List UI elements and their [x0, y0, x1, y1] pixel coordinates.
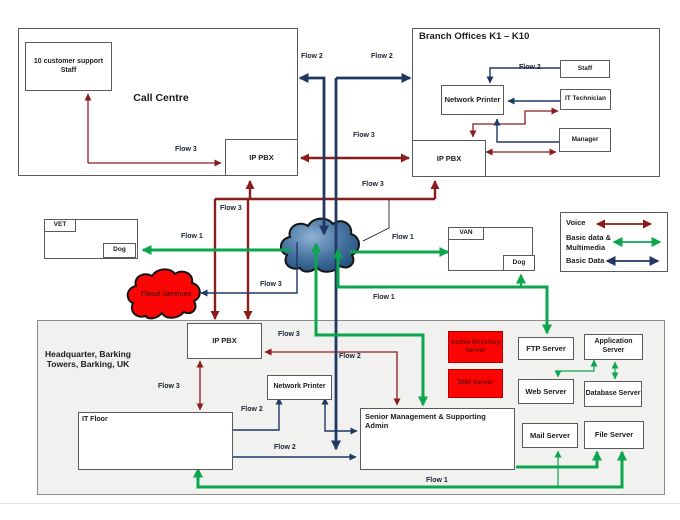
branch-it-technician-box: IT Technician — [560, 89, 611, 110]
flow-label: Flow 3 — [353, 132, 375, 139]
flow-label: Flow 1 — [373, 294, 395, 301]
hq-it-floor-box: IT Floor — [78, 412, 233, 470]
legend-box — [560, 212, 668, 272]
branch-offices-title: Branch Offices K1 – K10 — [419, 31, 530, 42]
application-server-box: Application Server — [584, 334, 643, 360]
hq-network-printer-box: Network Printer — [267, 375, 332, 400]
flow-label: Flow 2 — [371, 53, 393, 60]
web-server-box: Web Server — [518, 379, 574, 404]
vet-box — [44, 219, 138, 259]
vet-label-box: VET — [44, 219, 76, 232]
flow-label: Flow 2 — [519, 64, 541, 71]
flow-label: Flow 3 — [362, 181, 384, 188]
database-server-box: Database Server — [584, 381, 642, 407]
flow-label: Flow 1 — [392, 234, 414, 241]
divider — [0, 503, 680, 504]
call-centre-box — [18, 28, 298, 176]
call-centre-title: Call Centre — [133, 92, 189, 104]
branch-manager-box: Manager — [559, 128, 611, 152]
flow-label: Flow 3 — [278, 331, 300, 338]
branch-offices-box — [412, 28, 660, 177]
call-centre-ip-pbx-box: IP PBX — [225, 139, 298, 176]
dns-server-box: DNS Server — [448, 369, 503, 398]
flow-label: Flow 2 — [301, 53, 323, 60]
mail-server-box: Mail Server — [522, 423, 578, 448]
active-directory-server-box: Active Directory Server — [448, 331, 503, 363]
flow-label: Flow 3 — [158, 383, 180, 390]
flow-label: Flow 3 — [220, 205, 242, 212]
file-server-box: File Server — [584, 421, 644, 449]
flow-label: Flow 3 — [175, 146, 197, 153]
hq-title: Headquarter, Barking Towers, Barking, UK — [45, 349, 131, 370]
vet-dog-box: Dog — [103, 243, 136, 258]
van-dog-box: Dog — [503, 255, 535, 271]
branch-network-printer-box: Network Printer — [441, 85, 504, 115]
flow-label: Flow 3 — [260, 281, 282, 288]
hq-senior-management-box: Senior Management & Supporting Admin — [360, 408, 515, 470]
cloud-services-cloud — [126, 268, 201, 320]
legend-voice-label: Voice — [566, 218, 586, 227]
ftp-server-box: FTP Server — [518, 337, 574, 360]
flow-label: Flow 2 — [274, 444, 296, 451]
internet-cloud — [280, 217, 360, 273]
branch-ip-pbx-box: IP PBX — [412, 140, 486, 177]
flow-label: Flow 2 — [339, 353, 361, 360]
flow-label: Flow 2 — [241, 406, 263, 413]
branch-staff-box: Staff — [560, 60, 610, 78]
legend-multimedia-label: Basic data & Multimedia — [566, 233, 612, 252]
van-label-box: VAN — [448, 227, 484, 240]
flow-label: Flow 1 — [426, 477, 448, 484]
cloud-services-label: Cloud Services — [140, 291, 192, 298]
customer-support-staff-box: 10 customer support Staff — [25, 42, 112, 91]
flow-label: Flow 1 — [181, 233, 203, 240]
legend-basic-data-label: Basic Data — [566, 256, 605, 265]
hq-ip-pbx-box: IP PBX — [187, 323, 262, 359]
